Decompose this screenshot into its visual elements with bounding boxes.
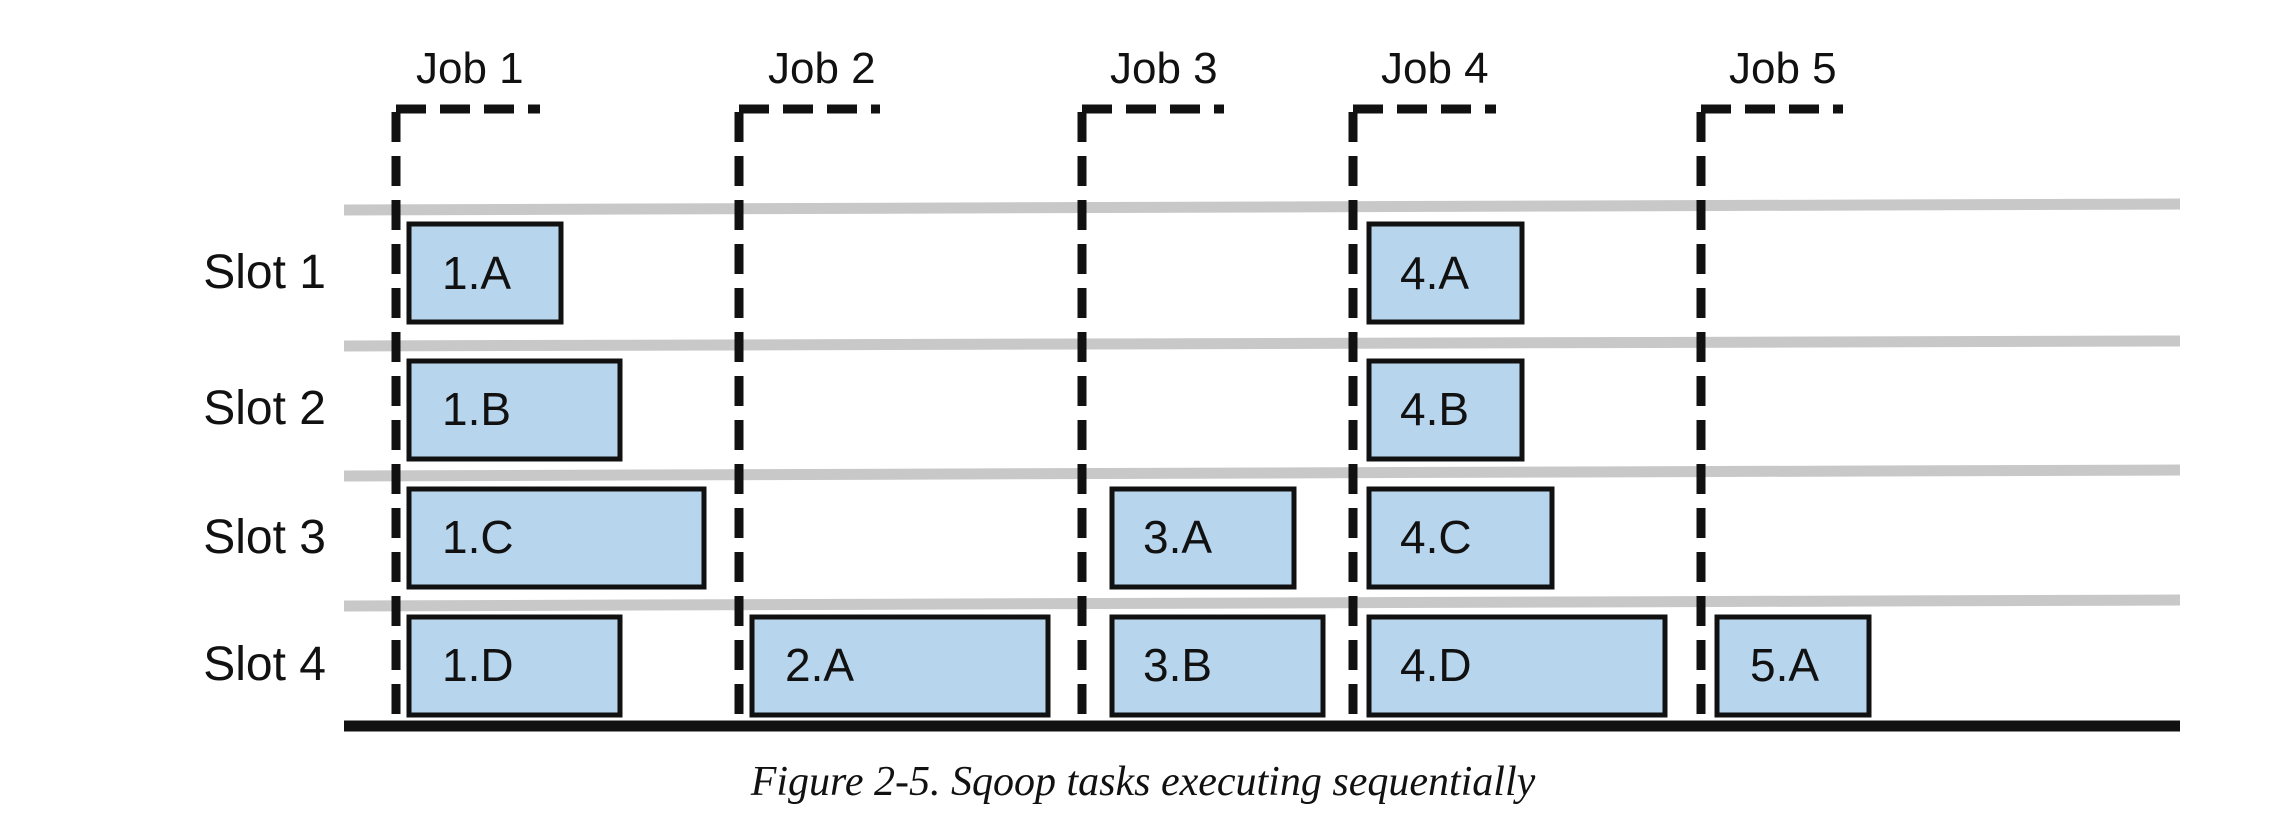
task-label: 2.A (785, 639, 854, 691)
slot-dividers (343, 198, 2181, 612)
task-rect (1714, 614, 1872, 718)
task-label: 4.C (1400, 511, 1472, 563)
task-box: 4.C (1366, 486, 1555, 590)
job-marker (1696, 104, 1843, 724)
task-box: 2.A (749, 614, 1051, 718)
task-rect (406, 358, 623, 462)
slot-divider (343, 335, 2181, 352)
task-rect (1109, 614, 1326, 718)
figure-caption: Figure 2-5. Sqoop tasks executing sequen… (750, 759, 1536, 805)
task-label: 3.A (1143, 511, 1212, 563)
job-marker (391, 104, 540, 724)
task-label: 1.A (442, 247, 511, 299)
job-labels: Job 1 Job 2 Job 3 Job 4 Job 5 (416, 44, 1837, 93)
task-box: 1.C (406, 486, 707, 590)
task-box: 3.A (1109, 486, 1297, 590)
job-label: Job 4 (1381, 44, 1489, 93)
job-label: Job 3 (1110, 44, 1218, 93)
slot-labels: Slot 1 Slot 2 Slot 3 Slot 4 (203, 246, 326, 691)
job-label: Job 1 (416, 44, 524, 93)
slot-divider (343, 594, 2181, 612)
task-rect (406, 614, 623, 718)
task-box: 4.B (1366, 358, 1525, 462)
task-label: 4.A (1400, 247, 1469, 299)
task-rect (749, 614, 1051, 718)
tasks: 1.A 1.B 1.C 1.D 2.A 3.A 3.B 4.A (406, 221, 1872, 718)
task-label: 3.B (1143, 639, 1212, 691)
slot-label: Slot 3 (203, 511, 326, 564)
job-markers (391, 104, 1843, 724)
task-label: 5.A (1750, 639, 1819, 691)
task-box: 4.D (1366, 614, 1668, 718)
job-marker (1077, 104, 1224, 724)
task-rect (1366, 486, 1555, 590)
job-label: Job 2 (768, 44, 876, 93)
task-label: 4.B (1400, 383, 1469, 435)
job-label: Job 5 (1729, 44, 1837, 93)
task-label: 4.D (1400, 639, 1472, 691)
task-box: 3.B (1109, 614, 1326, 718)
task-box: 1.D (406, 614, 623, 718)
slot-label: Slot 4 (203, 638, 326, 691)
task-rect (1366, 614, 1668, 718)
slot-label: Slot 1 (203, 246, 326, 299)
task-rect (406, 221, 564, 325)
task-rect (1366, 358, 1525, 462)
job-marker (1348, 104, 1496, 724)
task-label: 1.C (442, 511, 514, 563)
task-rect (1109, 486, 1297, 590)
task-box: 4.A (1366, 221, 1525, 325)
task-box: 1.A (406, 221, 564, 325)
task-rect (406, 486, 707, 590)
job-marker (734, 104, 880, 724)
task-rect (1366, 221, 1525, 325)
task-label: 1.D (442, 639, 514, 691)
task-box: 5.A (1714, 614, 1872, 718)
slot-label: Slot 2 (203, 382, 326, 435)
slot-divider (343, 464, 2181, 482)
task-box: 1.B (406, 358, 623, 462)
slot-divider (343, 198, 2181, 216)
task-label: 1.B (442, 383, 511, 435)
